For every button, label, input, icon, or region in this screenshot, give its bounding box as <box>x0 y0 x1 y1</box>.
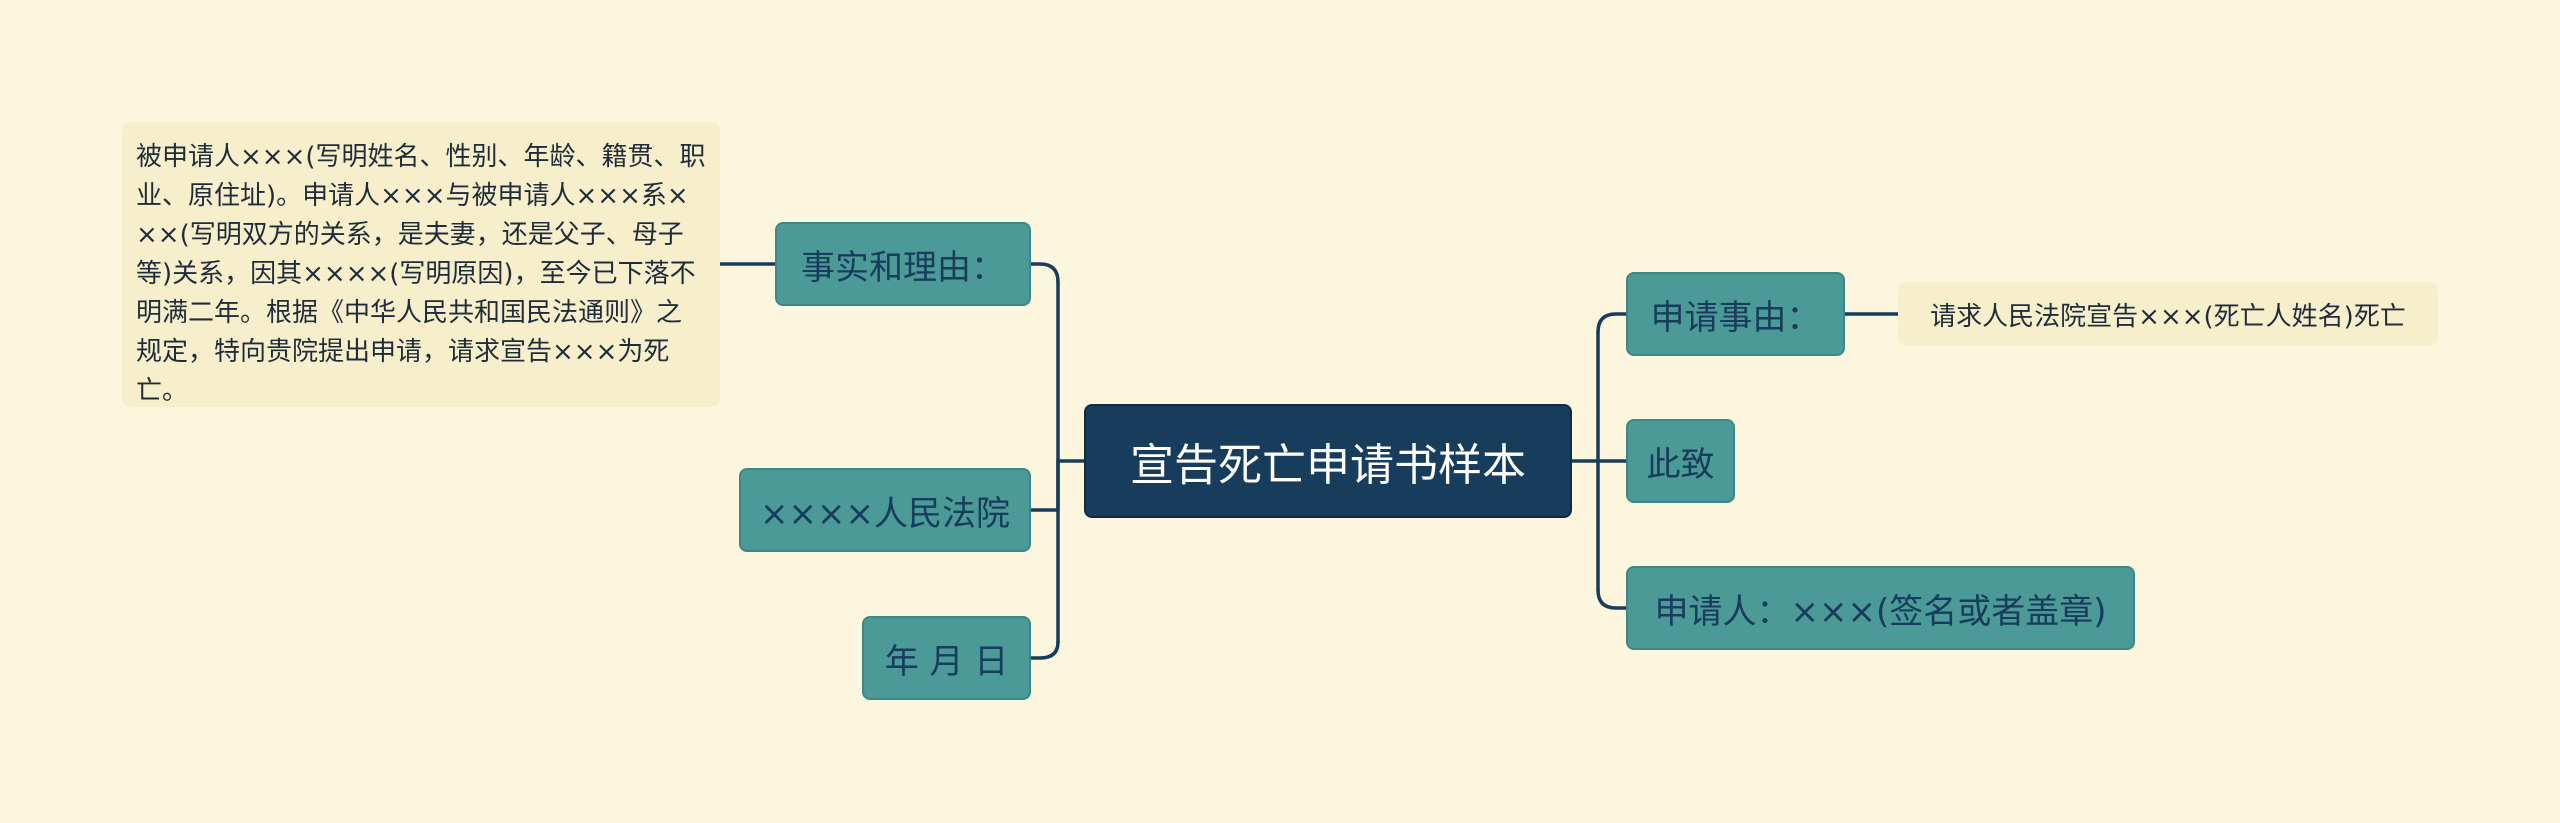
connector-to-court <box>1029 459 1060 512</box>
branch-court[interactable]: ××××人民法院 <box>739 468 1031 552</box>
branch-date[interactable]: 年 月 日 <box>862 616 1031 700</box>
connector-to-facts <box>1029 262 1060 284</box>
connector-to-reason <box>1596 312 1628 334</box>
branch-facts-and-reasons[interactable]: 事实和理由： <box>775 222 1031 306</box>
facts-detail: 被申请人×××(写明姓名、性别、年龄、籍贯、职业、原住址)。申请人×××与被申请… <box>122 122 720 407</box>
application-reason-detail: 请求人民法院宣告×××(死亡人姓名)死亡 <box>1898 282 2438 346</box>
connector-to-applicant <box>1596 588 1628 610</box>
root-node[interactable]: 宣告死亡申请书样本 <box>1084 404 1572 518</box>
branch-application-reason[interactable]: 申请事由： <box>1626 272 1845 356</box>
connector-to-date <box>1029 640 1060 660</box>
branch-applicant[interactable]: 申请人：×××(签名或者盖章) <box>1626 566 2135 650</box>
branch-cizhi[interactable]: 此致 <box>1626 419 1735 503</box>
